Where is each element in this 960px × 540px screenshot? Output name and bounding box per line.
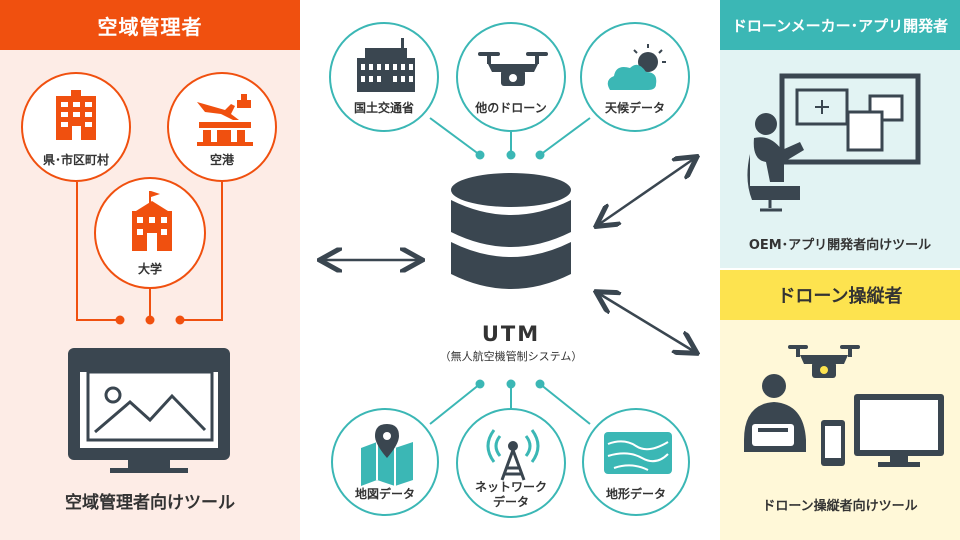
node-other-drones: 他のドローン <box>456 22 566 132</box>
database-icon <box>451 173 571 289</box>
school-icon <box>132 191 172 251</box>
node-network: ネットワーク データ <box>456 408 566 518</box>
drone-icon <box>788 345 860 378</box>
label-university: 大学 <box>137 262 162 276</box>
developer-illustration <box>747 73 921 212</box>
label-prefecture: 県･市区町村 <box>42 153 109 167</box>
label-mlit: 国土交通省 <box>353 101 414 115</box>
label-map: 地図データ <box>354 487 415 501</box>
node-mlit: 国土交通省 <box>329 22 439 132</box>
pilot-tool-label: ドローン操縦者向けツール <box>762 499 918 514</box>
monitor-icon-left <box>68 348 230 473</box>
node-map: 地図データ <box>331 408 439 516</box>
label-network: ネットワーク データ <box>474 480 547 509</box>
node-prefecture: 県･市区町村 <box>21 72 131 182</box>
label-weather: 天候データ <box>604 101 665 115</box>
node-weather: 天候データ <box>580 22 690 132</box>
node-airport: 空港 <box>167 72 277 182</box>
arrow-right-bottom <box>598 293 695 352</box>
arrow-right-top <box>598 158 695 225</box>
terrain-icon <box>604 432 672 474</box>
government-building-icon <box>357 38 415 92</box>
antenna-icon <box>486 429 540 481</box>
drone-icon-small <box>478 52 548 86</box>
node-university: 大学 <box>94 177 206 289</box>
label-airport: 空港 <box>209 153 234 167</box>
airport-icon <box>197 94 253 146</box>
utm-title: UTM <box>481 322 541 346</box>
airspace-manager-header: 空域管理者 <box>0 0 300 50</box>
label-other-drones: 他のドローン <box>475 101 547 115</box>
teal-connector-dots <box>475 150 545 389</box>
utm-subtitle: （無人航空機管制システム） <box>439 350 583 363</box>
developer-header: ドローンメーカー･アプリ開発者 <box>720 0 960 50</box>
left-connector-dots <box>115 315 185 325</box>
airspace-tool-label: 空域管理者向けツール <box>65 493 235 513</box>
map-icon <box>361 424 413 486</box>
pilot-header: ドローン操縦者 <box>720 270 960 320</box>
pilot-illustration <box>744 345 944 467</box>
label-terrain: 地形データ <box>605 487 666 501</box>
node-terrain: 地形データ <box>582 408 690 516</box>
building-icon <box>56 90 96 140</box>
weather-icon <box>607 44 666 90</box>
developer-tool-label: OEM･アプリ開発者向けツール <box>748 238 932 253</box>
